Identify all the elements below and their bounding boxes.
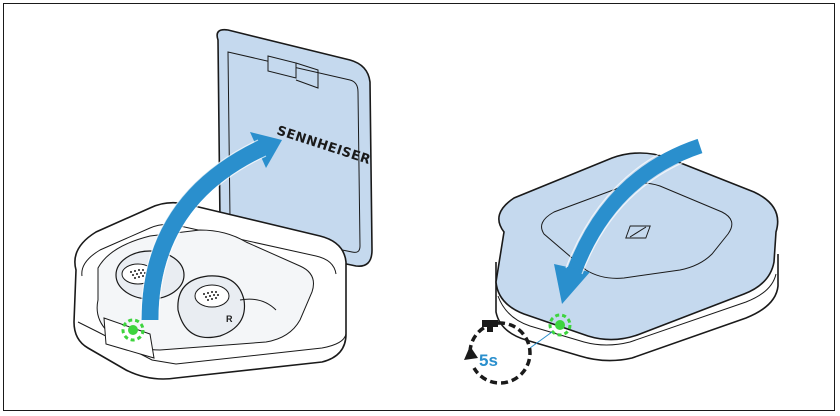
- closed-case: 5s: [464, 138, 778, 383]
- earbud-right-letter: R: [226, 314, 233, 324]
- stopwatch-icon: 5s: [464, 320, 530, 383]
- open-case: SENNHEISER: [74, 30, 372, 379]
- timer-label: 5s: [479, 351, 498, 370]
